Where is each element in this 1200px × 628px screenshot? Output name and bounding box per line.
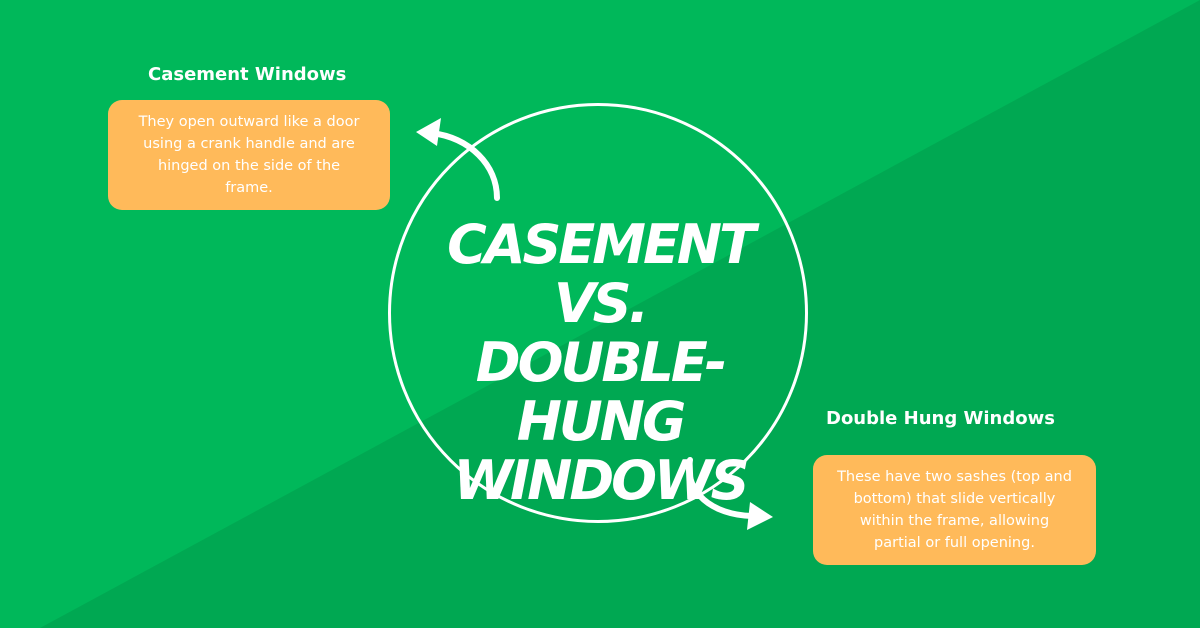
casement-heading: Casement Windows [148,64,347,85]
casement-description-card: They open outward like a door using a cr… [108,100,390,210]
main-title-line-3: HUNG [516,390,687,453]
double-hung-heading: Double Hung Windows [826,408,1055,429]
main-title: CASEMENT VS. DOUBLE- HUNG WINDOWS [400,215,800,510]
curved-arrow-bottom-right-icon [686,457,773,530]
curved-arrow-top-left-icon [416,118,500,201]
main-title-line-2: DOUBLE- [475,331,727,394]
double-hung-description: These have two sashes (top and bottom) t… [837,469,1072,551]
double-hung-description-card: These have two sashes (top and bottom) t… [813,455,1096,565]
casement-description: They open outward like a door using a cr… [138,114,360,196]
main-title-line-1: CASEMENT VS. [447,213,756,335]
title-circle [388,103,808,523]
